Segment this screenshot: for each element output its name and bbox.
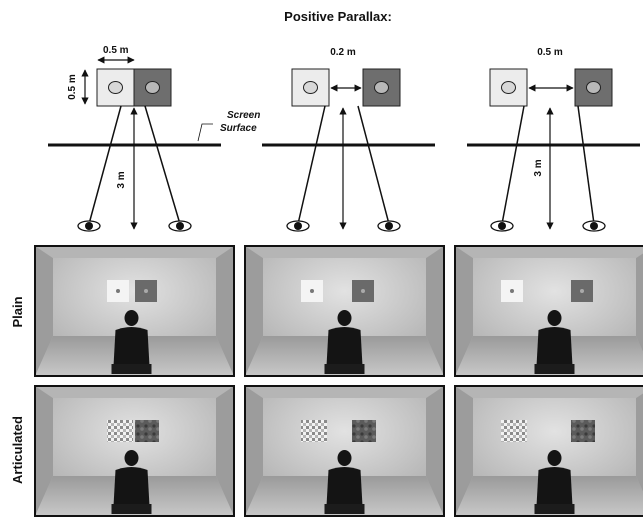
right-eye-sightline (144, 105, 181, 225)
left-image-dot (501, 81, 516, 94)
articulated-photo-3 (454, 385, 643, 517)
articulated-photo-2 (244, 385, 445, 517)
diagram-3: 0.5 m 3 m (467, 47, 640, 232)
distance-label: 3 m (116, 171, 127, 188)
left-image-dot (108, 81, 123, 94)
screen-label-pointer (197, 123, 213, 142)
separation-label: 0.2 m (330, 47, 356, 58)
width-label: 0.5 m (103, 45, 129, 56)
articulated-photo-1 (34, 385, 235, 517)
photo-panels (34, 245, 643, 517)
figure-title: Positive Parallax: (284, 9, 392, 24)
row-label-plain: Plain (10, 296, 25, 327)
right-image-dot (145, 81, 160, 94)
diagram-2: 0.2 m (262, 47, 435, 232)
height-label: 0.5 m (67, 74, 78, 100)
row-label-articulated: Articulated (10, 416, 25, 484)
left-eye-icon (286, 220, 310, 232)
right-eye-icon (582, 220, 606, 232)
left-eye-sightline (501, 105, 525, 225)
plain-photo-1 (34, 245, 235, 377)
right-image-dot (586, 81, 601, 94)
diagram-1: 0.5 m 0.5 m Screen Surface 3 m (48, 45, 260, 232)
left-eye-icon (77, 220, 101, 232)
left-image-dot (303, 81, 318, 94)
plain-photo-2 (244, 245, 445, 377)
left-eye-icon (490, 220, 514, 232)
right-image-dot (374, 81, 389, 94)
right-eye-icon (377, 220, 401, 232)
screen-label-line1: Screen (227, 110, 260, 121)
distance-label: 3 m (533, 159, 544, 176)
left-eye-sightline (88, 105, 122, 225)
right-eye-sightline (577, 105, 595, 225)
separation-label: 0.5 m (537, 47, 563, 58)
screen-label-line2: Surface (220, 123, 257, 134)
right-eye-sightline (357, 105, 390, 225)
plain-photo-3 (454, 245, 643, 377)
left-eye-sightline (297, 105, 326, 225)
right-eye-icon (168, 220, 192, 232)
